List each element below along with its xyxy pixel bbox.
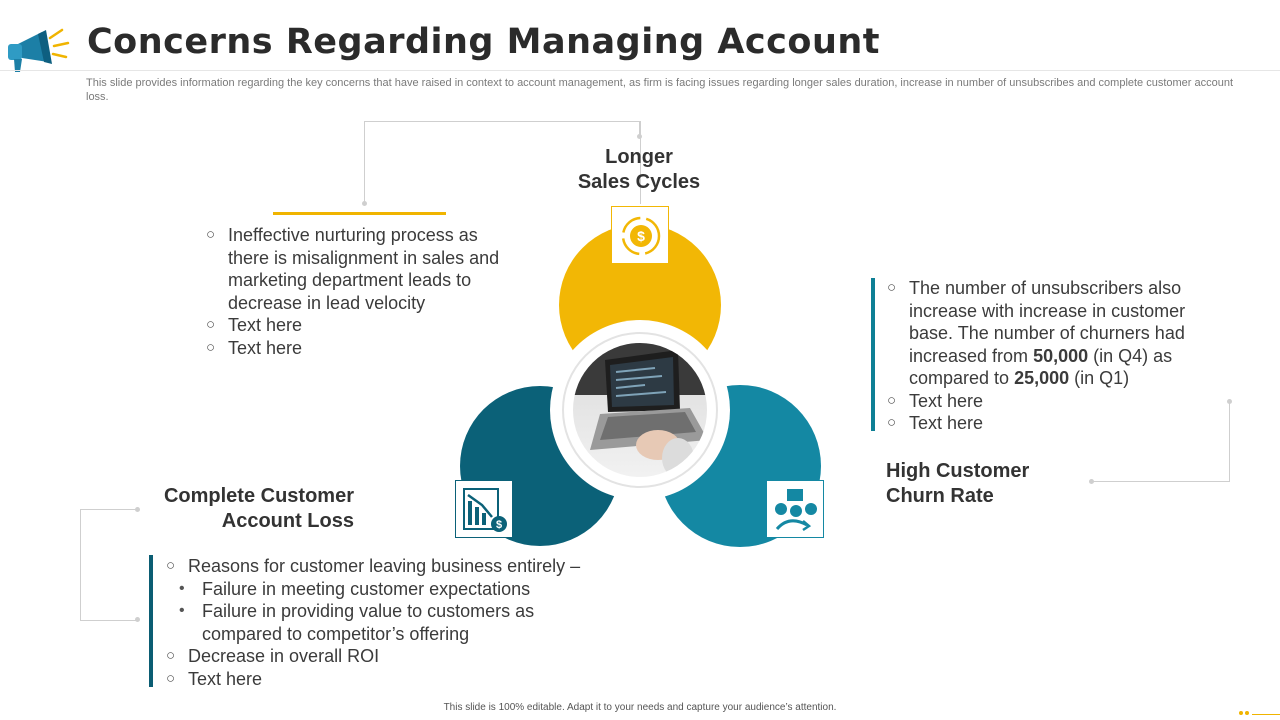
bullet-marker: • [179, 579, 185, 597]
list-item-text: Text here [228, 315, 303, 335]
list-item-text: The number of unsubscribers also increas… [909, 278, 1186, 366]
connector-dot [637, 134, 642, 139]
bullet-marker: ○ [166, 557, 176, 574]
connector-sales [364, 121, 641, 204]
connector-dot [1089, 479, 1094, 484]
svg-text:$: $ [637, 228, 645, 244]
bullet-marker: • [179, 602, 185, 619]
sub-list: • Failure in meeting customer expectation… [166, 578, 586, 646]
page-title: Concerns Regarding Managing Account [87, 22, 881, 62]
dollar-coin-icon: $ [611, 206, 669, 264]
footer-accent-line [1252, 714, 1280, 715]
list-item-text: Reasons for customer leaving business en… [188, 556, 581, 576]
account-loss-accent-bar [149, 555, 153, 687]
heading-sales-cycles: Longer Sales Cycles [560, 145, 718, 195]
list-item-text: (in Q1) [1069, 368, 1130, 388]
customer-feedback-icon [766, 480, 824, 538]
list-item-text: Failure in meeting customer expectations [202, 578, 531, 599]
churn-value-q4: 50,000 [1033, 345, 1089, 366]
list-item: ○ Text here [887, 412, 1207, 435]
churn-value-q1: 25,000 [1014, 368, 1070, 388]
footer-dots [1239, 711, 1249, 715]
list-item-text: (in Q4) as compared to [909, 345, 1173, 389]
page-subtitle: This slide provides information regardin… [86, 77, 1234, 103]
bullet-marker: ○ [206, 338, 216, 356]
list-item: ○ The number of unsubscribers also increa… [887, 277, 1207, 390]
bullet-marker: ○ [166, 669, 176, 687]
sub-list-item: • Failure in meeting customer expectation… [166, 578, 586, 601]
bullet-marker: ○ [887, 391, 897, 409]
list-item-text: Text here [909, 413, 984, 433]
footer-note: This slide is 100% editable. Adapt it to… [443, 702, 837, 713]
accent-line [273, 212, 446, 215]
heading-line: Sales Cycles [577, 171, 701, 193]
list-item-text: Decrease in overall ROI [188, 646, 380, 666]
list-item: ○ Text here [166, 668, 606, 691]
list-churn: ○ The number of unsubscribers also increa… [887, 277, 1207, 435]
heading-line: Account Loss [221, 510, 354, 532]
list-item: ○ Decrease in overall ROI [166, 645, 606, 668]
title-divider [0, 70, 1280, 71]
list-item: ○ Text here [887, 390, 1207, 413]
heading-account-loss: Complete Customer Account Loss [140, 484, 354, 534]
svg-text:$: $ [496, 519, 502, 531]
bullet-marker: ○ [206, 226, 216, 243]
heading-churn: High Customer Churn Rate [886, 459, 1086, 509]
list-item: ○ Ineffective nurturing process as there … [206, 224, 516, 314]
bullet-marker: ○ [166, 647, 176, 664]
connector-sales-stub [639, 121, 640, 135]
bullet-marker: ○ [887, 279, 897, 296]
heading-line: Longer [605, 146, 673, 168]
list-item-text: Ineffective nurturing process as there i… [228, 225, 500, 313]
heading-line: High Customer [886, 460, 1030, 482]
list-item-text: Failure in providing value to customers … [202, 601, 535, 644]
churn-accent-bar [871, 278, 875, 431]
sub-list-item: • Failure in providing value to customers… [166, 600, 586, 645]
list-item: ○ Text here [206, 314, 516, 337]
bullet-marker: ○ [887, 414, 897, 431]
list-item: ○ Reasons for customer leaving business e… [166, 555, 606, 645]
list-account-loss: ○ Reasons for customer leaving business e… [166, 555, 606, 690]
connector-dot [1227, 399, 1232, 404]
connector-dot [135, 507, 140, 512]
list-item: ○ Text here [206, 337, 516, 360]
connector-account-loss [80, 509, 139, 621]
list-item-text: Text here [228, 337, 303, 358]
megaphone-icon [8, 28, 70, 72]
list-item-text: Text here [909, 390, 984, 411]
heading-line: Churn Rate [886, 485, 994, 507]
connector-dot [362, 201, 367, 206]
declining-chart-icon: $ [455, 480, 513, 538]
bullet-marker: ○ [206, 316, 216, 333]
connector-dot [135, 617, 140, 622]
list-sales-cycles: ○ Ineffective nurturing process as there … [206, 224, 516, 359]
list-item-text: Text here [188, 668, 263, 689]
heading-line: Complete Customer [163, 485, 354, 507]
connector-churn [1092, 401, 1230, 482]
